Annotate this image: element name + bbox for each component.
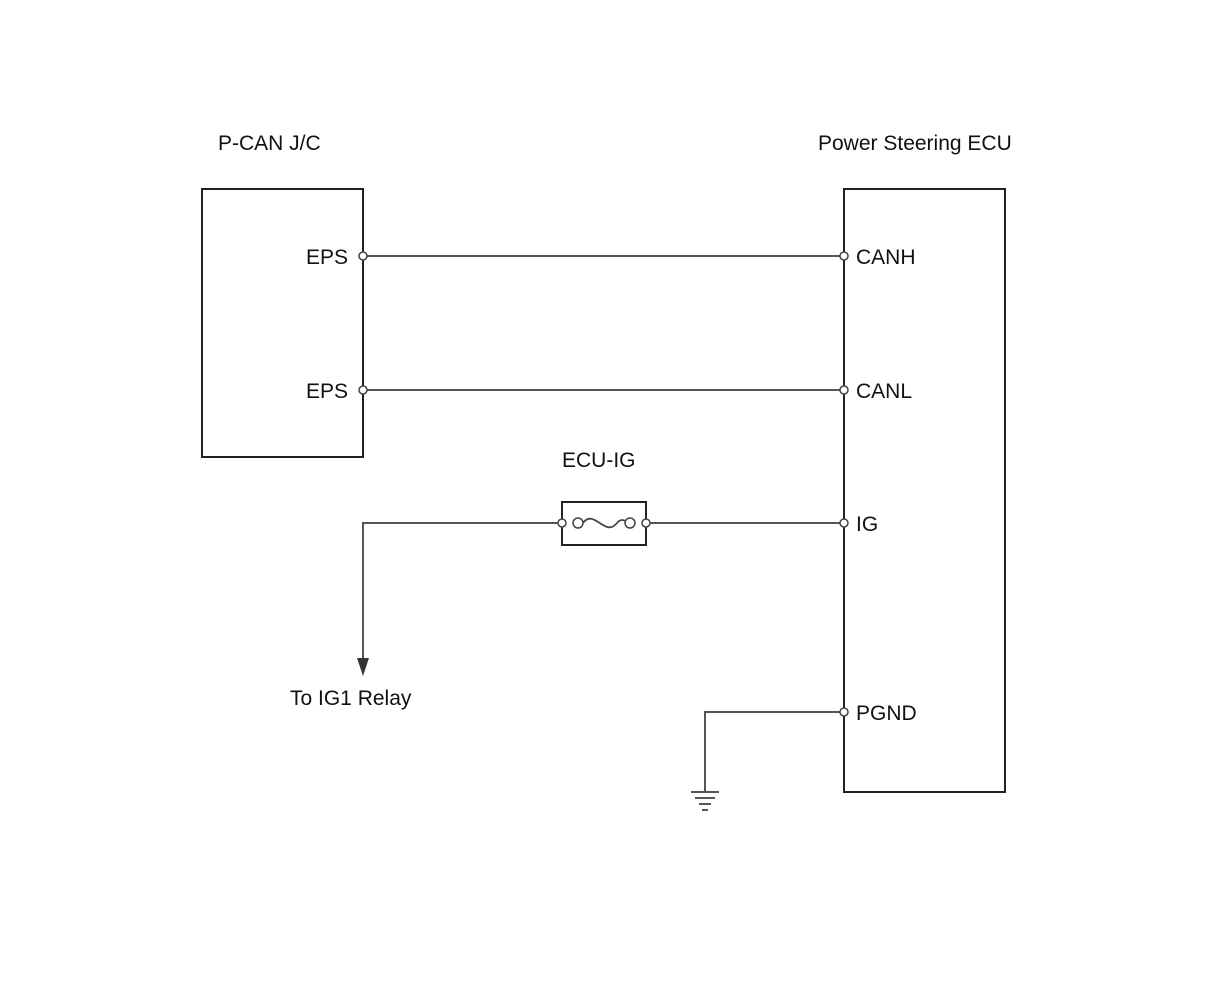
ecu-pin-canh: CANH xyxy=(856,246,916,269)
relay-label: To IG1 Relay xyxy=(290,687,412,710)
ecu-pin-pgnd: PGND xyxy=(856,702,917,725)
ecu-title: Power Steering ECU xyxy=(818,132,1012,155)
ground-icon xyxy=(691,791,719,811)
junction-pin-eps-1: EPS xyxy=(306,246,348,269)
fuse-icon xyxy=(557,501,651,546)
junction-title: P-CAN J/C xyxy=(218,132,321,155)
ig-wire-left xyxy=(362,522,562,660)
ecu-ig-terminal xyxy=(839,518,849,528)
arrow-down-icon xyxy=(357,658,369,676)
ecu-pin-ig: IG xyxy=(856,513,878,536)
ecu-pgnd-terminal xyxy=(839,707,849,717)
ecu-pin-canl: CANL xyxy=(856,380,912,403)
fuse-label: ECU-IG xyxy=(562,449,636,472)
ecu-box xyxy=(843,188,1006,793)
ecu-canl-terminal xyxy=(839,385,849,395)
junction-pin-eps-2: EPS xyxy=(306,380,348,403)
ecu-canh-terminal xyxy=(839,251,849,261)
junction-box xyxy=(201,188,364,458)
pgnd-wire xyxy=(704,711,844,792)
junction-eps-terminal-2 xyxy=(358,385,368,395)
junction-eps-terminal-1 xyxy=(358,251,368,261)
